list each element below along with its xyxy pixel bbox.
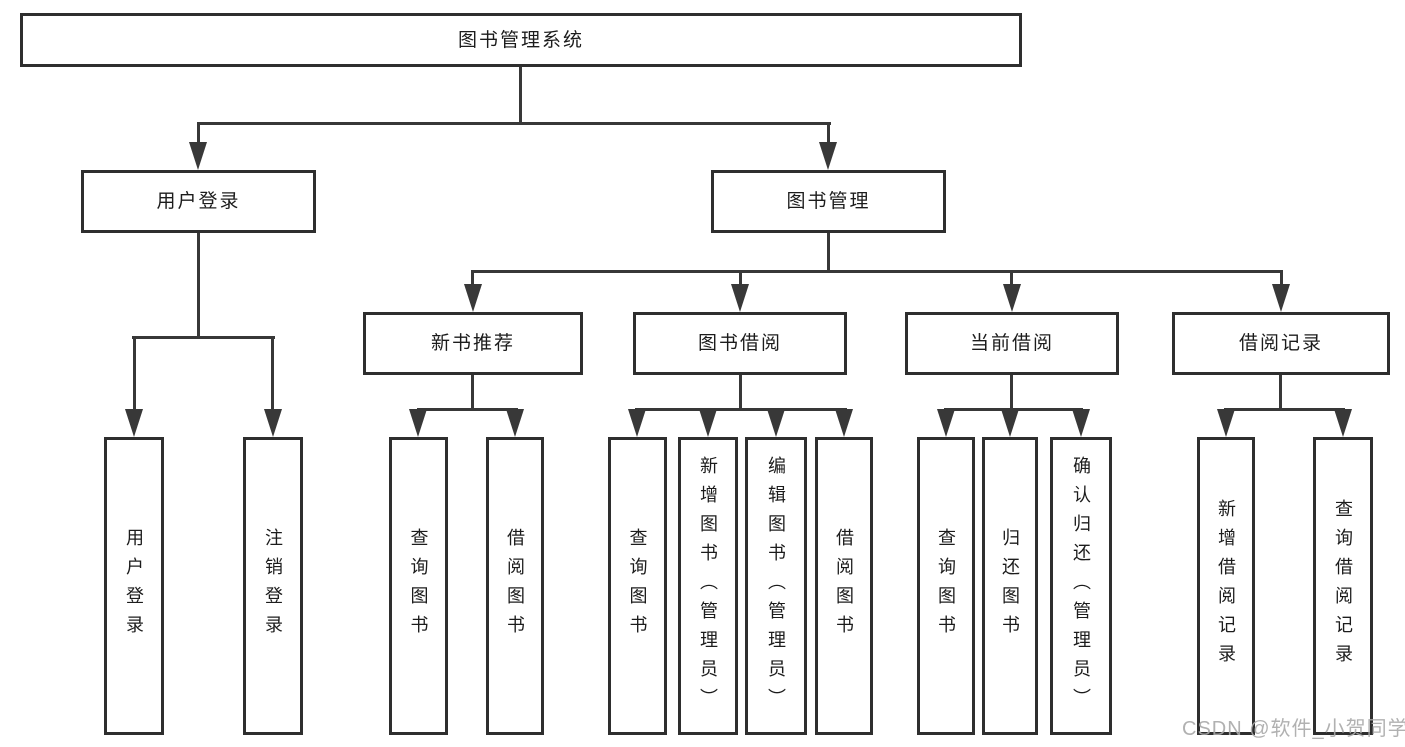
leaf-user-login: 用户登录 (104, 437, 164, 735)
leaf-user-login-label: 用户登录 (124, 528, 144, 644)
leaf-add-borrow-record-label: 新增借阅记录 (1216, 499, 1236, 673)
connector-line (132, 336, 275, 339)
connector-line (1279, 375, 1282, 411)
arrow-down-icon (731, 284, 749, 312)
connector-line (133, 336, 136, 412)
arrow-down-icon (264, 409, 282, 437)
leaf-confirm-return-admin-label: 确认归还（管理员） (1071, 455, 1091, 717)
leaf-query-borrow-record-label: 查询借阅记录 (1333, 499, 1353, 673)
arrow-down-icon (464, 284, 482, 312)
connector-line (197, 122, 831, 125)
node-book-management: 图书管理 (711, 170, 946, 233)
connector-line (739, 375, 742, 411)
connector-line (417, 408, 518, 411)
arrow-down-icon (1001, 409, 1019, 437)
node-book-management-label: 图书管理 (786, 191, 871, 212)
node-new-book-recommend-label: 新书推荐 (430, 333, 515, 354)
leaf-return-books: 归还图书 (982, 437, 1038, 735)
arrow-down-icon (1272, 284, 1290, 312)
node-borrowing-records-label: 借阅记录 (1238, 333, 1323, 354)
connector-line (471, 375, 474, 411)
leaf-confirm-return-admin: 确认归还（管理员） (1050, 437, 1112, 735)
leaf-borrowing-borrow-books: 借阅图书 (815, 437, 873, 735)
leaf-recommend-query-books: 查询图书 (389, 437, 448, 735)
leaf-add-books-admin: 新增图书（管理员） (678, 437, 738, 735)
node-user-login: 用户登录 (81, 170, 316, 233)
arrow-down-icon (767, 409, 785, 437)
leaf-edit-books-admin-label: 编辑图书（管理员） (766, 455, 786, 717)
node-borrowing-records: 借阅记录 (1172, 312, 1390, 375)
connector-line (827, 122, 830, 148)
leaf-recommend-borrow-books-label: 借阅图书 (505, 528, 525, 644)
connector-line (471, 270, 474, 288)
arrow-down-icon (628, 409, 646, 437)
arrow-down-icon (1217, 409, 1235, 437)
arrow-down-icon (409, 409, 427, 437)
leaf-borrowing-borrow-books-label: 借阅图书 (834, 528, 854, 644)
leaf-add-borrow-record: 新增借阅记录 (1197, 437, 1255, 735)
node-book-borrowing-label: 图书借阅 (697, 333, 782, 354)
arrow-down-icon (819, 142, 837, 170)
node-current-borrowing-label: 当前借阅 (969, 333, 1054, 354)
leaf-current-query-books: 查询图书 (917, 437, 975, 735)
arrow-down-icon (937, 409, 955, 437)
arrow-down-icon (189, 142, 207, 170)
arrow-down-icon (1334, 409, 1352, 437)
connector-line (1280, 270, 1283, 288)
connector-line (471, 270, 1283, 273)
leaf-logout-login: 注销登录 (243, 437, 303, 735)
connector-line (827, 233, 830, 273)
arrow-down-icon (1072, 409, 1090, 437)
connector-line (197, 233, 200, 339)
connector-line (271, 336, 274, 412)
node-root-label: 图书管理系统 (457, 29, 584, 51)
connector-line (739, 270, 742, 288)
connector-line (519, 67, 522, 125)
arrow-down-icon (125, 409, 143, 437)
connector-line (635, 408, 847, 411)
leaf-add-books-admin-label: 新增图书（管理员） (698, 455, 718, 717)
node-current-borrowing: 当前借阅 (905, 312, 1119, 375)
leaf-query-borrow-record: 查询借阅记录 (1313, 437, 1373, 735)
node-book-borrowing: 图书借阅 (633, 312, 847, 375)
connector-line (1010, 375, 1013, 411)
leaf-borrowing-query-books-label: 查询图书 (627, 528, 648, 644)
node-root: 图书管理系统 (20, 13, 1022, 67)
arrow-down-icon (506, 409, 524, 437)
leaf-return-books-label: 归还图书 (1000, 528, 1020, 644)
connector-line (197, 122, 200, 148)
leaf-current-query-books-label: 查询图书 (936, 528, 956, 644)
leaf-borrowing-query-books: 查询图书 (608, 437, 667, 735)
node-new-book-recommend: 新书推荐 (363, 312, 583, 375)
leaf-recommend-query-books-label: 查询图书 (408, 528, 429, 644)
node-user-login-label: 用户登录 (156, 191, 241, 212)
connector-line (1010, 270, 1013, 288)
arrow-down-icon (699, 409, 717, 437)
leaf-edit-books-admin: 编辑图书（管理员） (745, 437, 807, 735)
arrow-down-icon (835, 409, 853, 437)
arrow-down-icon (1003, 284, 1021, 312)
leaf-logout-login-label: 注销登录 (263, 528, 283, 644)
csdn-watermark: CSDN @软件_小贺同学 (1182, 718, 1405, 740)
leaf-recommend-borrow-books: 借阅图书 (486, 437, 544, 735)
connector-line (1224, 408, 1345, 411)
